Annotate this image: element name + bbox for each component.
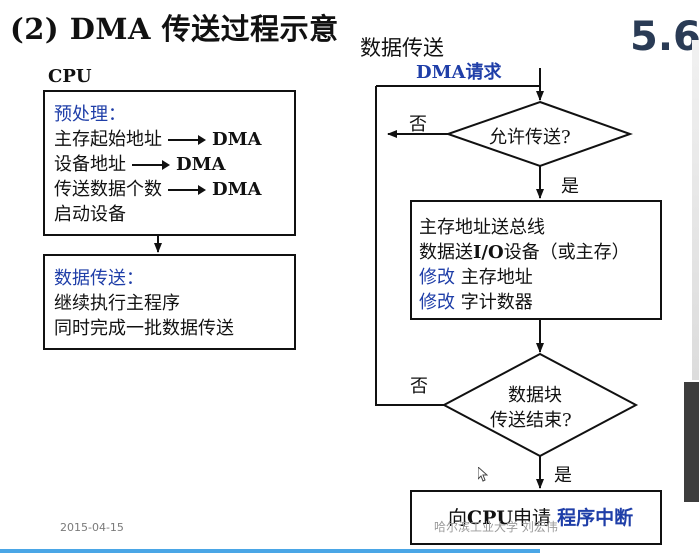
interrupt-request-text: 向CPU申请 程序中断 bbox=[448, 506, 660, 531]
preprocess-item: 主存起始地址 DMA bbox=[54, 127, 294, 152]
final-mid: 申请 bbox=[513, 507, 552, 529]
process-line-3-rest: 主存地址 bbox=[460, 267, 533, 288]
preprocess-item-text: 传送数据个数 bbox=[54, 179, 162, 200]
process-line-4-rest: 字计数器 bbox=[460, 292, 533, 313]
final-bold: CPU bbox=[467, 507, 513, 529]
right-arrow-icon bbox=[132, 160, 170, 170]
page-title: (2) DMA 传送过程示意 bbox=[10, 12, 339, 46]
flow-title: 数据传送 bbox=[360, 36, 444, 60]
bottom-accent-bar bbox=[0, 549, 540, 553]
decision1-yes-label: 是 bbox=[561, 176, 579, 197]
dma-request-label: DMA请求 bbox=[416, 62, 502, 83]
preprocess-item: 设备地址 DMA bbox=[54, 152, 294, 177]
interrupt-request-box: 向CPU申请 程序中断 bbox=[410, 490, 662, 545]
process-line-3: 修改 主存地址 bbox=[419, 265, 660, 290]
process-line-4-blue: 修改 bbox=[419, 292, 455, 313]
mouse-cursor-icon bbox=[478, 467, 488, 482]
preprocess-box: 预处理： 主存起始地址 DMA 设备地址 DMA 传送数据个数 DMA 启动设备 bbox=[43, 90, 296, 236]
right-arrow-icon bbox=[168, 135, 206, 145]
right-arrow-icon bbox=[168, 185, 206, 195]
transfer-box: 数据传送： 继续执行主程序 同时完成一批数据传送 bbox=[43, 254, 296, 350]
slide-author: 哈尔滨工业大学 刘宏伟 bbox=[434, 520, 558, 534]
slide-date: 2015-04-15 bbox=[60, 521, 124, 534]
process-box: 主存地址送总线 数据送I/O设备（或主存） 修改 主存地址 修改 字计数器 bbox=[410, 200, 662, 320]
preprocess-item: 传送数据个数 DMA bbox=[54, 177, 294, 202]
process-line-2-post: 设备（或主存） bbox=[503, 242, 630, 263]
section-number: 5.6 bbox=[630, 14, 699, 60]
decision2-yes-label: 是 bbox=[554, 465, 572, 486]
preprocess-item-target: DMA bbox=[212, 179, 262, 200]
preprocess-item-target: DMA bbox=[176, 154, 226, 175]
transfer-heading: 数据传送： bbox=[54, 268, 144, 289]
decision2-no-label: 否 bbox=[410, 376, 428, 397]
final-blue: 程序中断 bbox=[557, 507, 634, 529]
process-line-2-bold: I/O bbox=[473, 242, 504, 263]
final-pre: 向 bbox=[448, 507, 468, 529]
transfer-line: 继续执行主程序 bbox=[54, 293, 180, 314]
preprocess-heading: 预处理： bbox=[54, 104, 126, 125]
decision2-text-line2: 传送结束? bbox=[490, 410, 572, 431]
decision1-no-label: 否 bbox=[409, 114, 427, 135]
preprocess-item-target: DMA bbox=[212, 129, 262, 150]
decision2-text-line1: 数据块 bbox=[508, 385, 562, 406]
preprocess-item: 启动设备 bbox=[54, 202, 294, 227]
process-line-2: 数据送I/O设备（或主存） bbox=[419, 240, 660, 265]
process-line-2-pre: 数据送 bbox=[419, 242, 473, 263]
process-line-1: 主存地址送总线 bbox=[419, 217, 545, 238]
transfer-line: 同时完成一批数据传送 bbox=[54, 318, 234, 339]
decision1-text: 允许传送? bbox=[489, 127, 571, 148]
preprocess-item-text: 主存起始地址 bbox=[54, 129, 162, 150]
preprocess-item-text: 设备地址 bbox=[54, 154, 126, 175]
right-edge-panel bbox=[692, 40, 699, 380]
process-line-4: 修改 字计数器 bbox=[419, 290, 660, 315]
cpu-label: CPU bbox=[48, 66, 92, 87]
process-line-3-blue: 修改 bbox=[419, 267, 455, 288]
preprocess-item-text: 启动设备 bbox=[54, 204, 126, 225]
right-edge-video-strip bbox=[684, 382, 699, 502]
